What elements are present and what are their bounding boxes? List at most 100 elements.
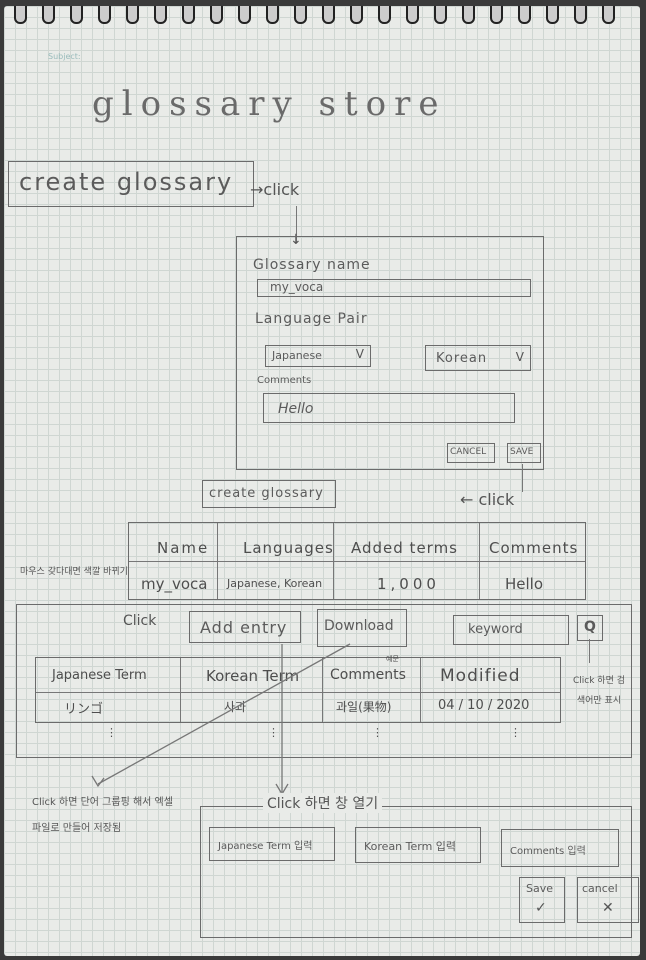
column-divider (479, 523, 480, 599)
entry-cancel-button[interactable]: cancel ✕ (577, 877, 639, 923)
spiral-ring (14, 6, 27, 24)
column-divider (420, 658, 421, 722)
spiral-ring (574, 6, 587, 24)
spiral-ring (98, 6, 111, 24)
row-hover-note: 마우스 갖다대면 색깔 바뀌기 (20, 567, 128, 577)
japanese-term-input[interactable]: Japanese Term 입력 (209, 827, 335, 861)
glossary-header-comments: Comments (489, 539, 579, 557)
entry-cancel-label: cancel (582, 882, 618, 895)
create-glossary-button-small[interactable]: create glossary (202, 480, 336, 508)
target-language-value: Korean (436, 351, 488, 366)
glossary-name-input[interactable]: my_voca (257, 279, 531, 297)
korean-term-input[interactable]: Korean Term 입력 (355, 827, 481, 863)
comments-term-placeholder: Comments 입력 (510, 846, 586, 857)
spiral-ring (42, 6, 55, 24)
spiral-ring (210, 6, 223, 24)
terms-header-comments: Comments (330, 667, 406, 683)
page-title: glossary store (92, 84, 447, 124)
entry-save-button[interactable]: Save ✓ (519, 877, 565, 923)
column-divider (322, 658, 323, 722)
terms-row-comments: 과일(果物) (336, 700, 392, 714)
spiral-ring (266, 6, 279, 24)
spiral-ring (602, 6, 615, 24)
terms-row-japanese: リンゴ (64, 702, 104, 717)
terms-header-japanese: Japanese Term (52, 668, 147, 683)
close-icon: ✕ (602, 900, 614, 916)
download-note: Click 하면 단어 그룹핑 해서 엑셀파일로 만들어 저장됨 (32, 797, 173, 834)
spiral-ring (238, 6, 251, 24)
dialog-save-button[interactable]: SAVE (507, 443, 541, 463)
keyword-input[interactable]: keyword (453, 615, 569, 645)
spiral-ring (126, 6, 139, 24)
add-entry-form: Click 하면 창 열기 Japanese Term 입력 Korean Te… (200, 793, 639, 938)
arrow-down-icon: ↓ (290, 232, 302, 248)
spiral-ring (490, 6, 503, 24)
glossary-row-languages: Japanese, Korean (227, 577, 323, 590)
glossary-row-comments: Hello (505, 575, 544, 593)
spiral-ring (322, 6, 335, 24)
ellipsis: ⋮ (372, 726, 383, 739)
target-language-select[interactable]: Korean V (425, 345, 531, 371)
comments-note: 예문 (386, 655, 399, 663)
click-annotation: ← click (460, 490, 515, 509)
add-entry-note: Click 하면 창 열기 (263, 793, 383, 813)
glossary-header-added-terms: Added terms (351, 539, 458, 557)
glossary-row-name[interactable]: my_voca (141, 575, 208, 593)
korean-term-placeholder: Korean Term 입력 (364, 840, 457, 853)
spiral-ring (546, 6, 559, 24)
glossary-row-terms: 1,000 (377, 575, 440, 593)
japanese-term-placeholder: Japanese Term 입력 (218, 841, 313, 852)
spiral-ring (434, 6, 447, 24)
comments-value: Hello (278, 401, 314, 417)
dialog-cancel-label: CANCEL (450, 447, 487, 457)
glossary-detail-panel: Click Add entry Download keyword Q Japan… (16, 604, 632, 758)
terms-row-modified: 04 / 10 / 2020 (438, 698, 530, 713)
column-divider (333, 523, 334, 599)
download-button[interactable]: Download (317, 609, 407, 647)
keyword-placeholder: keyword (468, 622, 523, 637)
glossary-name-value: my_voca (270, 280, 324, 294)
download-arrow (97, 643, 351, 785)
spiral-ring (294, 6, 307, 24)
add-entry-button[interactable]: Add entry (189, 611, 301, 643)
create-glossary-dialog: Glossary name my_voca Language Pair Japa… (236, 236, 544, 470)
create-glossary-label: create glossary (19, 168, 234, 196)
glossary-header-languages: Languages (243, 539, 334, 557)
arrow-head (91, 775, 105, 788)
check-icon: ✓ (535, 900, 547, 916)
glossary-name-label: Glossary name (253, 257, 371, 273)
search-note: Click 하면 검색어만 표시 (572, 676, 625, 706)
table-divider (36, 692, 560, 693)
search-button[interactable]: Q (577, 615, 603, 641)
language-pair-label: Language Pair (255, 311, 368, 327)
comments-input[interactable]: Hello (263, 393, 515, 423)
spiral-ring (154, 6, 167, 24)
spiral-ring (406, 6, 419, 24)
terms-table: Japanese Term Korean Term Comments 예문 Mo… (35, 655, 561, 739)
comments-term-input[interactable]: Comments 입력 (501, 829, 619, 867)
entry-save-label: Save (526, 882, 554, 895)
spiral-ring (182, 6, 195, 24)
terms-header-modified: Modified (440, 666, 521, 686)
flow-arrow-line (296, 206, 297, 242)
flow-arrow-line (589, 639, 590, 663)
source-language-select[interactable]: Japanese V (265, 345, 371, 367)
ellipsis: ⋮ (510, 726, 521, 739)
dialog-cancel-button[interactable]: CANCEL (447, 443, 495, 463)
glossary-header-name: Name (157, 539, 210, 557)
create-glossary-small-label: create glossary (209, 486, 324, 501)
ellipsis: ⋮ (106, 726, 117, 739)
spiral-ring (70, 6, 83, 24)
dialog-save-label: SAVE (510, 447, 534, 457)
spiral-ring (350, 6, 363, 24)
ellipsis: ⋮ (268, 726, 279, 739)
table-divider (129, 561, 585, 562)
add-entry-label: Add entry (200, 618, 288, 637)
create-glossary-button[interactable]: create glossary (8, 161, 254, 207)
click-annotation: →click (250, 180, 300, 199)
comments-label: Comments (257, 375, 312, 386)
chevron-down-icon: V (355, 347, 364, 361)
notebook-page: Subject: glossary store create glossary … (4, 6, 640, 956)
click-annotation: Click (123, 613, 157, 629)
flow-arrow-line (522, 464, 523, 492)
